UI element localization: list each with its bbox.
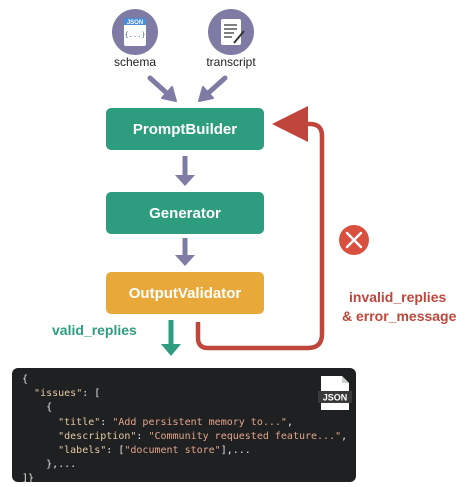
arrow-schema-to-promptbuilder	[147, 75, 177, 102]
generator-label: Generator	[149, 204, 221, 222]
code-punct: : [	[82, 388, 101, 400]
arrow-generator-to-outputvalidator	[175, 238, 195, 266]
invalid-replies-label: invalid_replies	[349, 289, 447, 305]
promptbuilder-node: PromptBuilder	[106, 108, 264, 150]
json-glyph-text: {...}	[124, 31, 145, 39]
json-file-badge-icon: JSON	[318, 374, 352, 417]
code-key: "title"	[58, 416, 101, 428]
arrow-promptbuilder-to-generator	[175, 156, 195, 186]
code-key: "description"	[58, 430, 137, 442]
code-line: {	[22, 374, 29, 385]
transcript-label: transcript	[206, 55, 256, 69]
generator-node: Generator	[106, 192, 264, 234]
error-message-label: & error_message	[342, 308, 457, 324]
json-badge-text: JSON	[127, 20, 143, 26]
arrow-transcript-to-promptbuilder	[198, 75, 228, 102]
outputvalidator-label: OutputValidator	[128, 284, 242, 302]
json-file-icon: JSON {...}	[112, 9, 158, 55]
code-line: },...	[22, 459, 77, 471]
code-key: "issues"	[34, 388, 83, 400]
valid-replies-label: valid_replies	[52, 322, 137, 338]
code-key: "labels"	[58, 445, 107, 457]
code-punct: ],...	[220, 445, 251, 457]
error-x-icon	[339, 225, 369, 255]
json-output-code-block: { "issues": [ { "title": "Add persistent…	[12, 368, 356, 485]
json-file-badge-text: JSON	[323, 393, 348, 403]
promptbuilder-label: PromptBuilder	[132, 120, 238, 138]
outputvalidator-node: OutputValidator	[106, 272, 264, 314]
code-line: {	[22, 402, 53, 414]
code-string: "Community requested feature..."	[148, 430, 342, 442]
arrow-valid-replies	[161, 320, 181, 356]
arrow-invalid-loop	[195, 106, 325, 351]
code-string: "document store"	[124, 445, 221, 457]
code-line: ]}	[22, 473, 35, 485]
transcript-document-icon	[208, 9, 254, 55]
code-string: "Add persistent memory to..."	[112, 416, 287, 428]
schema-label: schema	[113, 55, 157, 69]
